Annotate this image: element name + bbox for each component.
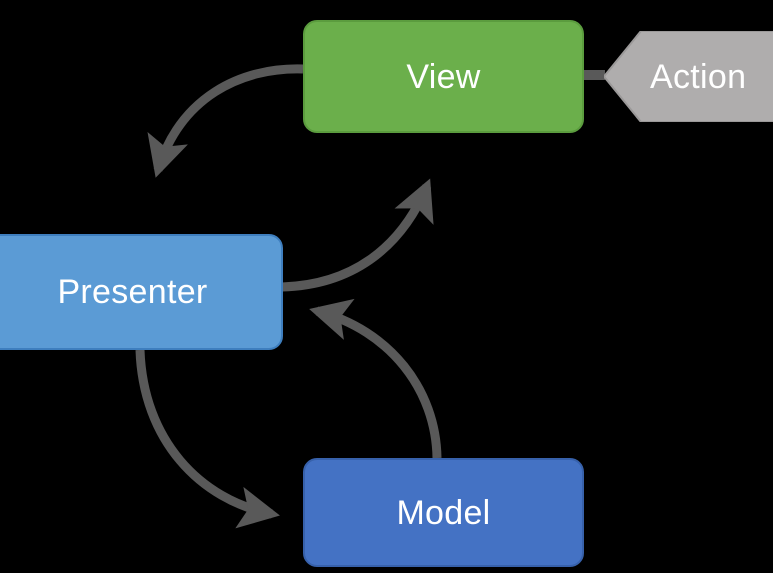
node-action[interactable]: Action (604, 31, 773, 122)
node-presenter[interactable]: Presenter (0, 234, 283, 350)
node-view-label: View (406, 57, 481, 96)
node-model[interactable]: Model (303, 458, 584, 567)
connector-presenter-to-model (135, 349, 280, 529)
connector-presenter-to-view (281, 178, 434, 292)
left-arrow-icon (604, 31, 773, 122)
connector-view-to-presenter (147, 64, 304, 178)
connector-model-to-presenter (309, 298, 442, 459)
node-model-label: Model (396, 493, 491, 532)
node-presenter-label: Presenter (57, 273, 208, 311)
node-view[interactable]: View (303, 20, 584, 133)
node-action-label: Action (650, 57, 747, 96)
connector-action-to-view (583, 70, 605, 80)
